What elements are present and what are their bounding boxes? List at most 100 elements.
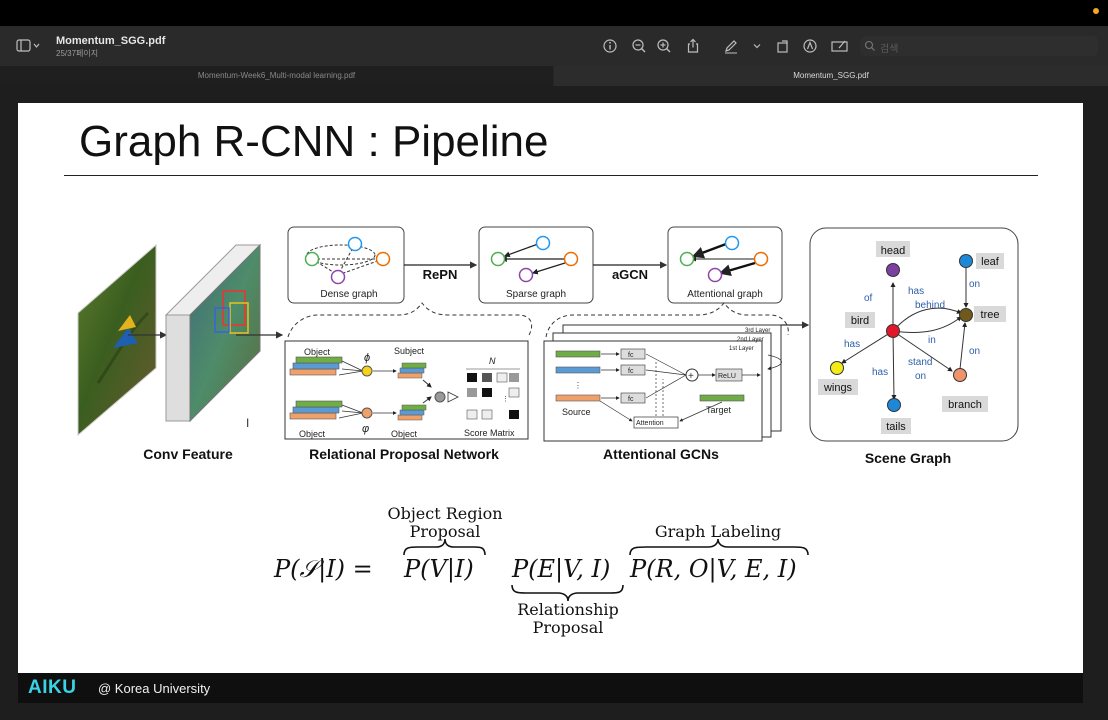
conv-feature-caption: Conv Feature: [143, 446, 233, 462]
rpn-object-top-label: Object: [304, 347, 331, 357]
layer3-label: 3rd Layer: [745, 328, 770, 334]
pipeline-diagram: Dense graph RePN Sparse graph aGCN: [77, 226, 1019, 637]
sparse-graph-label: Sparse graph: [506, 289, 566, 300]
zoom-in-icon[interactable]: [656, 38, 672, 54]
equation-lhs: P(𝒮|I) =: [273, 555, 373, 584]
attention-label: Attention: [636, 420, 664, 427]
rpn-caption: Relational Proposal Network: [309, 446, 499, 462]
slide-footer: AIKU @ Korea University: [18, 673, 1083, 703]
edge-stand-on-label: on: [915, 371, 926, 382]
overbrace-graph-labeling: [629, 538, 809, 556]
rpn-zoom-bracket: [287, 302, 533, 338]
attentional-graph-label: Attentional graph: [687, 289, 763, 300]
node-branch: [953, 368, 967, 382]
rpn-object-bottom-left-label: Object: [299, 429, 326, 439]
sparse-graph-box: [478, 226, 594, 304]
edge-has2-label: has: [844, 339, 860, 350]
svg-text:⋮: ⋮: [574, 381, 582, 390]
node-bird: [886, 324, 900, 338]
leaf-label: leaf: [981, 256, 1000, 268]
tails-label: tails: [886, 421, 906, 433]
node-head: [886, 263, 900, 277]
agcn-label: aGCN: [612, 267, 648, 282]
dense-graph-box: [287, 226, 405, 304]
graph-labeling-label: Graph Labeling: [655, 522, 781, 541]
agcns-caption: Attentional GCNs: [603, 446, 719, 462]
agcn-zoom-bracket: [545, 302, 789, 338]
edge-of-label: of: [864, 293, 873, 304]
document-title: Momentum_SGG.pdf: [56, 35, 166, 47]
scene-graph-caption: Scene Graph: [865, 450, 951, 466]
recording-indicator-icon: [1093, 8, 1099, 14]
underbrace-label-line2: Proposal: [533, 618, 604, 637]
equation-term-graph-labeling: P(R, O|V, E, I): [629, 555, 797, 584]
attentional-graph-box: [667, 226, 783, 304]
overbrace-label-line2: Proposal: [410, 522, 481, 541]
score-matrix-label: Score Matrix: [464, 428, 515, 438]
chevron-down-icon[interactable]: [749, 38, 765, 54]
edge-has1-label: has: [908, 286, 924, 297]
target-label: Target: [706, 405, 732, 415]
n-label: N: [489, 356, 496, 366]
layer1-label: 1st Layer: [729, 346, 754, 352]
phi-symbol: ϕ: [364, 352, 370, 364]
node-wings: [830, 361, 844, 375]
rpn-module-box: ⋮: [284, 340, 529, 440]
search-field[interactable]: 검색: [860, 36, 1098, 56]
equation-term-object-region: P(V|I): [403, 555, 474, 584]
slide-title: Graph R-CNN : Pipeline: [79, 117, 549, 166]
feature-map: [164, 243, 262, 423]
underbrace-label-line1: Relationship: [517, 600, 619, 619]
relu-label: ReLU: [718, 373, 736, 380]
svg-text:⋮: ⋮: [502, 396, 509, 403]
svg-text:+: +: [688, 371, 694, 382]
edge-behind-label: behind: [915, 300, 945, 311]
tree-label: tree: [981, 309, 1000, 321]
branch-label: branch: [948, 399, 982, 411]
sidebar-toggle-icon[interactable]: [16, 39, 40, 53]
rpn-object-bottom-right-label: Object: [391, 429, 418, 439]
tab-week6-pdf[interactable]: Momentum-Week6_Multi-modal learning.pdf: [0, 66, 553, 86]
share-icon[interactable]: [685, 38, 701, 54]
zoom-out-icon[interactable]: [631, 38, 647, 54]
underbrace-relationship: [511, 584, 624, 602]
input-image: [77, 243, 157, 437]
slide-page: Graph R-CNN : Pipeline: [18, 103, 1083, 673]
page-indicator: 25/37페이지: [56, 49, 99, 58]
text-cursor-icon: I: [246, 416, 250, 430]
edge-on1-label: on: [969, 279, 980, 290]
edge-stand-label: stand: [908, 357, 932, 368]
repn-label: RePN: [423, 267, 458, 282]
edge-in-label: in: [928, 335, 936, 346]
bird-label: bird: [851, 315, 869, 327]
viewer-toolbar: Momentum_SGG.pdf 25/37페이지: [0, 26, 1108, 66]
node-tails: [887, 398, 901, 412]
edge-has3-label: has: [872, 367, 888, 378]
varphi-symbol: φ: [362, 423, 369, 435]
rotate-icon[interactable]: [775, 38, 791, 54]
node-tree: [959, 308, 973, 322]
fc-label-2: fc: [628, 368, 634, 375]
markup-pen-icon[interactable]: [723, 38, 739, 54]
search-placeholder: 검색: [880, 44, 899, 55]
tab-momentum-sgg-pdf[interactable]: Momentum_SGG.pdf: [554, 66, 1108, 86]
aiku-logo: AIKU: [28, 677, 77, 698]
overbrace-object-region: [403, 538, 486, 556]
head-label: head: [881, 245, 905, 257]
info-icon[interactable]: [602, 38, 618, 54]
equation-term-relationship: P(E|V, I): [511, 555, 610, 584]
source-label: Source: [562, 407, 591, 417]
rpn-subject-label: Subject: [394, 346, 425, 356]
annotate-icon[interactable]: [802, 38, 818, 54]
layer2-label: 2nd Layer: [737, 337, 764, 343]
tab-bar: Momentum-Week6_Multi-modal learning.pdf …: [0, 66, 1108, 86]
menubar-strip: [0, 0, 1108, 26]
affiliation-text: @ Korea University: [98, 681, 211, 696]
wings-label: wings: [823, 382, 853, 394]
node-leaf: [959, 254, 973, 268]
scene-graph-box: [809, 227, 1019, 442]
fc-label-1: fc: [628, 352, 634, 359]
search-icon: [864, 40, 875, 51]
form-fill-icon[interactable]: [831, 38, 849, 54]
edge-on2-label: on: [969, 346, 980, 357]
